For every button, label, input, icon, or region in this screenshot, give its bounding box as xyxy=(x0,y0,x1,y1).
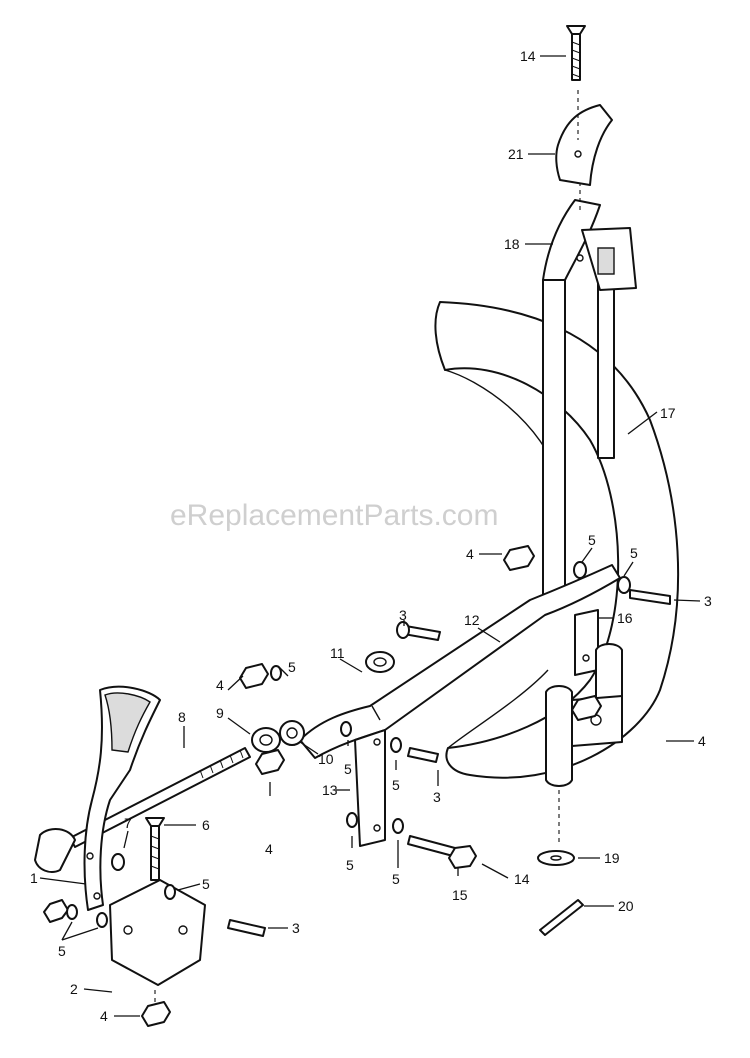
callout-18: 18 xyxy=(504,236,520,252)
callout-13: 13 xyxy=(322,782,338,798)
callout-4-c: 4 xyxy=(265,841,273,857)
vertical-plate xyxy=(354,729,386,847)
callout-5-d: 5 xyxy=(344,761,352,777)
callout-8: 8 xyxy=(178,709,186,725)
clamp xyxy=(555,90,613,186)
nut-4b xyxy=(239,663,269,689)
nut-4c xyxy=(255,749,285,775)
washer-5f xyxy=(346,812,358,828)
callout-21: 21 xyxy=(508,146,524,162)
bolt-3c xyxy=(407,747,439,763)
bolt-3d xyxy=(227,919,266,937)
washer-5g xyxy=(392,818,404,834)
callout-15: 15 xyxy=(452,887,468,903)
callout-labels: 14 21 18 17 4 5 5 3 16 3 12 11 4 5 8 9 1… xyxy=(30,48,712,1024)
callout-10: 10 xyxy=(318,751,334,767)
nut-7 xyxy=(111,853,125,871)
callout-5-b: 5 xyxy=(630,545,638,561)
callout-2: 2 xyxy=(70,981,78,997)
callout-17: 17 xyxy=(660,405,676,421)
washer-19 xyxy=(537,850,575,866)
small-bracket xyxy=(574,609,599,676)
callout-6: 6 xyxy=(202,817,210,833)
callout-5-i: 5 xyxy=(58,943,66,959)
callout-5-f: 5 xyxy=(346,857,354,873)
washer-5c xyxy=(270,665,282,681)
lower-bracket xyxy=(109,817,206,1010)
callout-5-c: 5 xyxy=(288,659,296,675)
callout-1: 1 xyxy=(30,870,38,886)
callout-5-e: 5 xyxy=(392,777,400,793)
callout-5-h: 5 xyxy=(202,876,210,892)
washer-5h xyxy=(164,884,176,900)
washer-5i-a xyxy=(66,904,78,920)
washer-5b xyxy=(617,576,631,594)
callout-5-a: 5 xyxy=(588,532,596,548)
loop-bracket xyxy=(365,651,395,673)
callout-4-a: 4 xyxy=(466,546,474,562)
callout-4-e: 4 xyxy=(100,1008,108,1024)
callout-9: 9 xyxy=(216,705,224,721)
upright-tube xyxy=(542,180,637,601)
callout-4-b: 4 xyxy=(216,677,224,693)
callout-3-b: 3 xyxy=(399,607,407,623)
watermark-text: eReplacementParts.com xyxy=(170,499,498,532)
callout-5-g: 5 xyxy=(392,871,400,887)
washer-5d xyxy=(340,721,352,737)
callout-7: 7 xyxy=(124,815,132,831)
callout-14-bottom: 14 xyxy=(514,871,530,887)
washer-5e xyxy=(390,737,402,753)
bolt-3a xyxy=(629,589,671,605)
nut-15 xyxy=(448,845,477,869)
callout-16: 16 xyxy=(617,610,633,626)
washer-5i-b xyxy=(96,912,108,928)
callout-11: 11 xyxy=(330,645,345,661)
callout-4-d: 4 xyxy=(698,733,706,749)
handle-lever xyxy=(34,685,161,911)
nut-left xyxy=(43,899,69,923)
callout-12: 12 xyxy=(464,612,480,628)
callout-14-top: 14 xyxy=(520,48,536,64)
nut-4e xyxy=(141,1001,171,1027)
bolt-top xyxy=(566,25,586,81)
callout-20: 20 xyxy=(618,898,634,914)
nut-4d xyxy=(571,695,602,721)
cotter-pin-20 xyxy=(539,899,584,936)
nut-4a xyxy=(503,545,535,571)
hardware xyxy=(43,545,671,1027)
leaders xyxy=(39,55,701,1017)
callout-3-c: 3 xyxy=(433,789,441,805)
callout-19: 19 xyxy=(604,850,620,866)
callout-3-d: 3 xyxy=(292,920,300,936)
callout-3-a: 3 xyxy=(704,593,712,609)
washer-5a xyxy=(573,561,587,579)
pivot-post xyxy=(545,643,623,845)
